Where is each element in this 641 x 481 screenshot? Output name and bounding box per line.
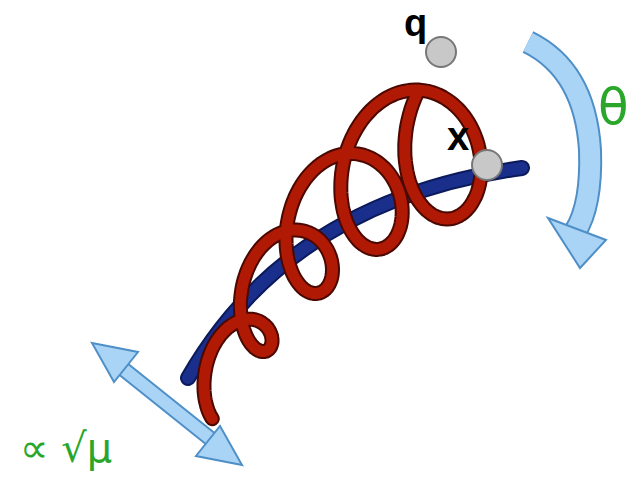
particle-helix [204,90,481,419]
scale-label: ∝ √μ [20,428,112,468]
helix-outline [204,90,481,419]
particle-label: q [404,4,427,42]
gyrophase-label: θ [598,82,629,132]
rotation-arrow-head [548,218,606,268]
indicator-arrows [92,42,606,465]
scale-arrow-head [92,343,138,382]
centre-dot [472,150,502,180]
rotation-arrow-body [528,42,590,232]
rotation-arrow-outline [528,42,590,232]
scale-arrow-head [196,426,242,465]
particle-dot [426,37,456,67]
position-label: x [447,116,469,156]
